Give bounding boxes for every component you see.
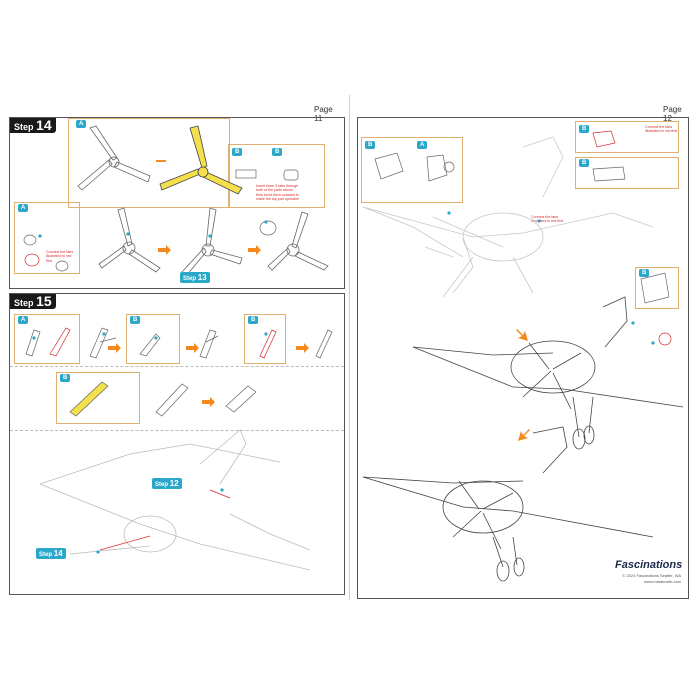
aircraft-middle: [412, 296, 684, 450]
part-letter-tag: B: [365, 141, 376, 149]
step-14-illustration: [23, 125, 329, 277]
hub-detail-box: [228, 144, 325, 208]
page-number: Page 12: [663, 105, 682, 123]
part-box-left: [361, 137, 463, 203]
assembly-propellers: [98, 207, 329, 277]
assembly-note-red: Insert three 3 tabs through both of the …: [256, 184, 299, 202]
part-letter-tag: B: [232, 148, 243, 156]
attachment-dots: [38, 220, 268, 238]
propeller-outline: [77, 125, 151, 191]
landing-gear-parts: [25, 327, 333, 417]
page-divider: [349, 95, 350, 600]
aircraft-outline-faint: [362, 136, 654, 298]
arrow-right: [248, 245, 261, 255]
propeller-detail-box: [68, 118, 230, 208]
fascinations-logo: Fascinations: [615, 559, 683, 571]
spinner-parts: [23, 169, 299, 272]
page-12-illustration: [362, 130, 684, 582]
spinner-detail-box: [14, 202, 80, 274]
arrows: [516, 329, 530, 441]
section-divider: [10, 366, 344, 367]
attachment-dots: [32, 332, 268, 554]
page-12-panel: [357, 117, 689, 599]
part-letter-tag: B: [130, 316, 141, 324]
dash-arrow: [156, 160, 166, 162]
part-letter-tag: B: [579, 125, 590, 133]
step-12-callout: Step 12: [152, 478, 182, 489]
assembly-note-red: Connect the tabs illustrated in red firs…: [531, 215, 564, 224]
part-letter-tag: B: [272, 148, 283, 156]
part-box-b3: [56, 372, 140, 424]
step-13-callout: Step 13: [180, 272, 210, 283]
website-text: www.metalearth.com: [643, 579, 681, 584]
part-letter-tag: A: [18, 316, 29, 324]
page-12: Page 12 B B A B B Connect the tabs illus…: [353, 97, 691, 599]
part-letter-tag: B: [60, 374, 71, 382]
aircraft-bottom: [362, 426, 654, 582]
part-letter-tag: A: [417, 141, 428, 149]
section-divider: [10, 430, 344, 431]
assembly-note-red: Connect the tabs illustrated in red firs…: [46, 250, 74, 263]
mounting-lines: [99, 489, 231, 551]
page-number: Page 11: [314, 105, 333, 123]
small-parts: [374, 130, 672, 346]
step-15-badge: Step 15: [10, 294, 56, 309]
part-letter-tag: B: [248, 316, 259, 324]
step-15-panel: Step 15 A B B B: [9, 293, 345, 595]
part-box-b: [126, 314, 180, 364]
attachment-dots: [447, 211, 655, 345]
step-14-badge: Step 14: [10, 118, 56, 133]
arrows: [108, 343, 309, 407]
page-11: Page 11 Step 14: [5, 97, 345, 597]
copyright-text: © 2024 Fascinations Seattle, WA: [622, 573, 681, 578]
part-box-b2: [244, 314, 286, 364]
step-14-callout: Step 14: [36, 548, 66, 559]
part-box-top-right: [575, 121, 679, 153]
part-letter-tag: B: [579, 159, 590, 167]
part-letter-tag: A: [76, 120, 87, 128]
part-letter-tag: B: [639, 269, 650, 277]
aircraft-outline: [39, 429, 311, 571]
arrow-right: [158, 245, 171, 255]
part-letter-tag: A: [18, 204, 29, 212]
step-14-panel: Step 14: [9, 117, 345, 289]
part-box-mid-right: [575, 157, 679, 189]
part-box-a: [14, 314, 80, 364]
step-15-illustration: [25, 327, 333, 571]
part-box-tail: [635, 267, 679, 309]
assembly-note-red: Connect the tabs illustrated in red firs…: [645, 125, 678, 134]
propeller-highlight: [159, 125, 243, 195]
